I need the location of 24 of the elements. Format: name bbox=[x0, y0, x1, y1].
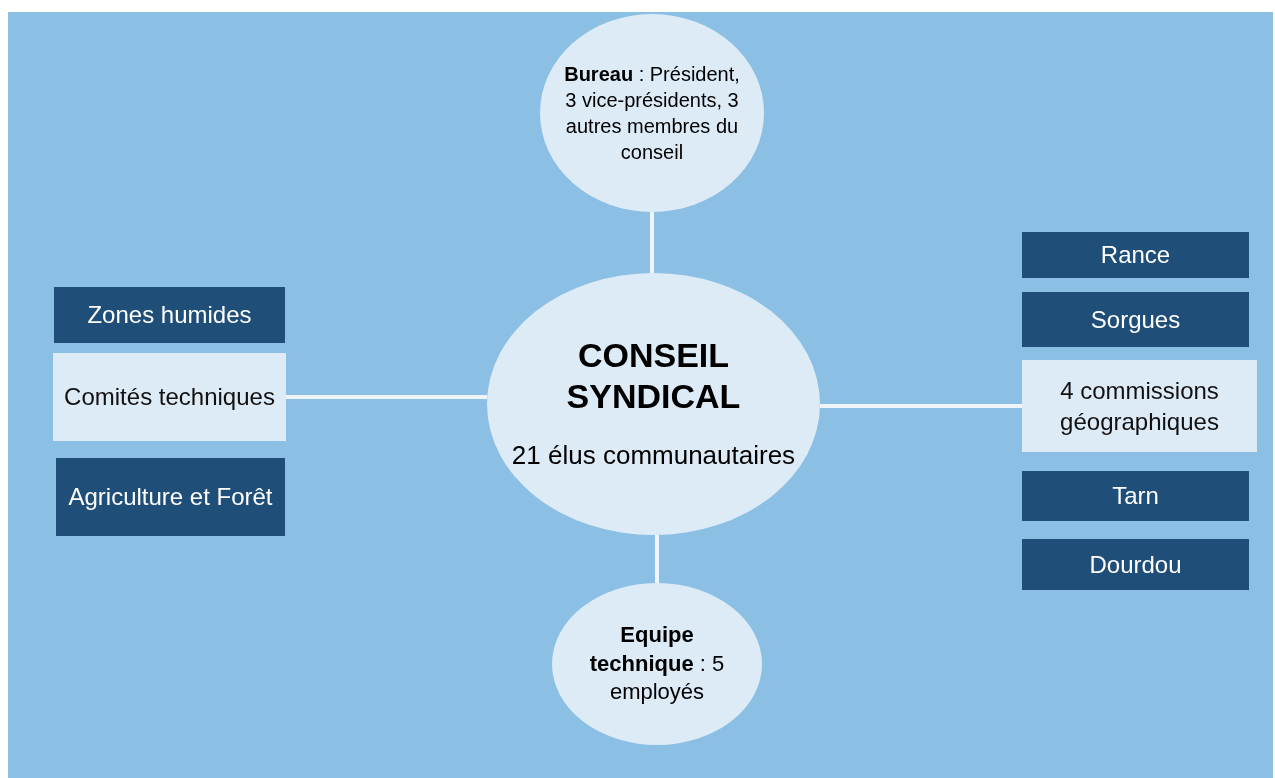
connector-line bbox=[655, 534, 659, 583]
topic-box bbox=[1022, 471, 1249, 521]
node-text: Zones humides bbox=[87, 300, 252, 331]
node-text: Equipe technique : 5 employés bbox=[588, 621, 726, 707]
node-text: 4 commissions géographiques bbox=[1059, 375, 1220, 437]
node-text: Dourdou bbox=[1089, 549, 1182, 580]
node-text: Bureau : Président, 3 vice-présidents, 3 autres membres du conseil bbox=[563, 62, 741, 165]
topic-box bbox=[56, 458, 285, 536]
topic-box bbox=[1022, 292, 1249, 347]
node-text: Agriculture et Forêt bbox=[68, 482, 273, 513]
connector-line bbox=[650, 212, 654, 273]
heading-text: CONSEIL SYNDICAL bbox=[565, 335, 742, 417]
topic-box bbox=[1022, 232, 1249, 278]
node-text: Sorgues bbox=[1090, 304, 1181, 335]
node-text: Tarn bbox=[1112, 481, 1159, 512]
connector-line bbox=[820, 404, 1022, 408]
node-text: Rance bbox=[1100, 240, 1171, 271]
group-box bbox=[1022, 360, 1257, 452]
topic-box bbox=[54, 287, 285, 343]
connector-line bbox=[286, 395, 488, 399]
node-text: 21 élus communautaires bbox=[511, 438, 796, 472]
node-text: Comités techniques bbox=[64, 382, 275, 413]
topic-box bbox=[1022, 539, 1249, 590]
group-box bbox=[53, 353, 286, 441]
